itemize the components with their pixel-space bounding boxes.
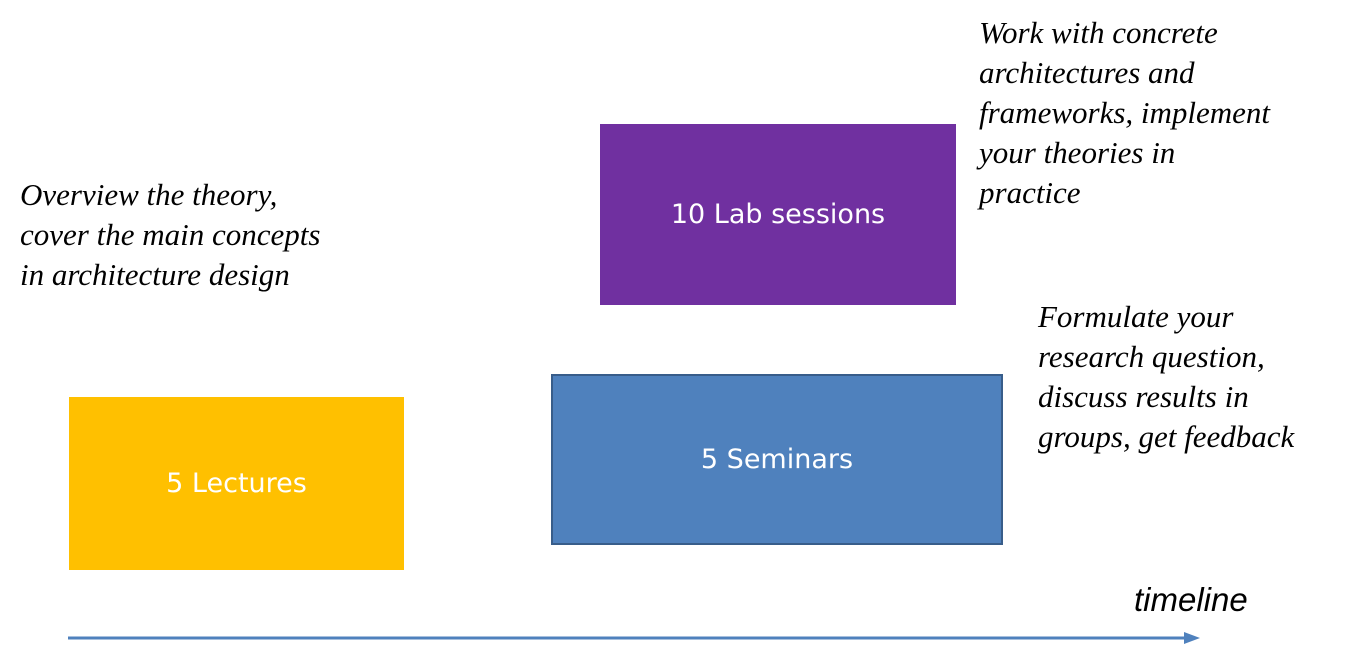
lectures-block: 5 Lectures xyxy=(69,397,404,570)
lab-sessions-label: 10 Lab sessions xyxy=(670,199,886,230)
lectures-description: Overview the theory, cover the main conc… xyxy=(20,177,321,292)
timeline-label: timeline xyxy=(1134,581,1248,618)
lab-sessions-description: Work with concrete architectures and fra… xyxy=(979,15,1271,210)
seminars-label: 5 Seminars xyxy=(700,444,854,475)
timeline-arrowhead xyxy=(1184,632,1200,644)
lectures-label: 5 Lectures xyxy=(166,468,307,499)
seminars-description: Formulate your research question, discus… xyxy=(1038,299,1295,454)
timeline-arrow xyxy=(68,632,1200,644)
lab-sessions-block: 10 Lab sessions xyxy=(600,124,956,305)
seminars-block: 5 Seminars xyxy=(551,374,1003,545)
